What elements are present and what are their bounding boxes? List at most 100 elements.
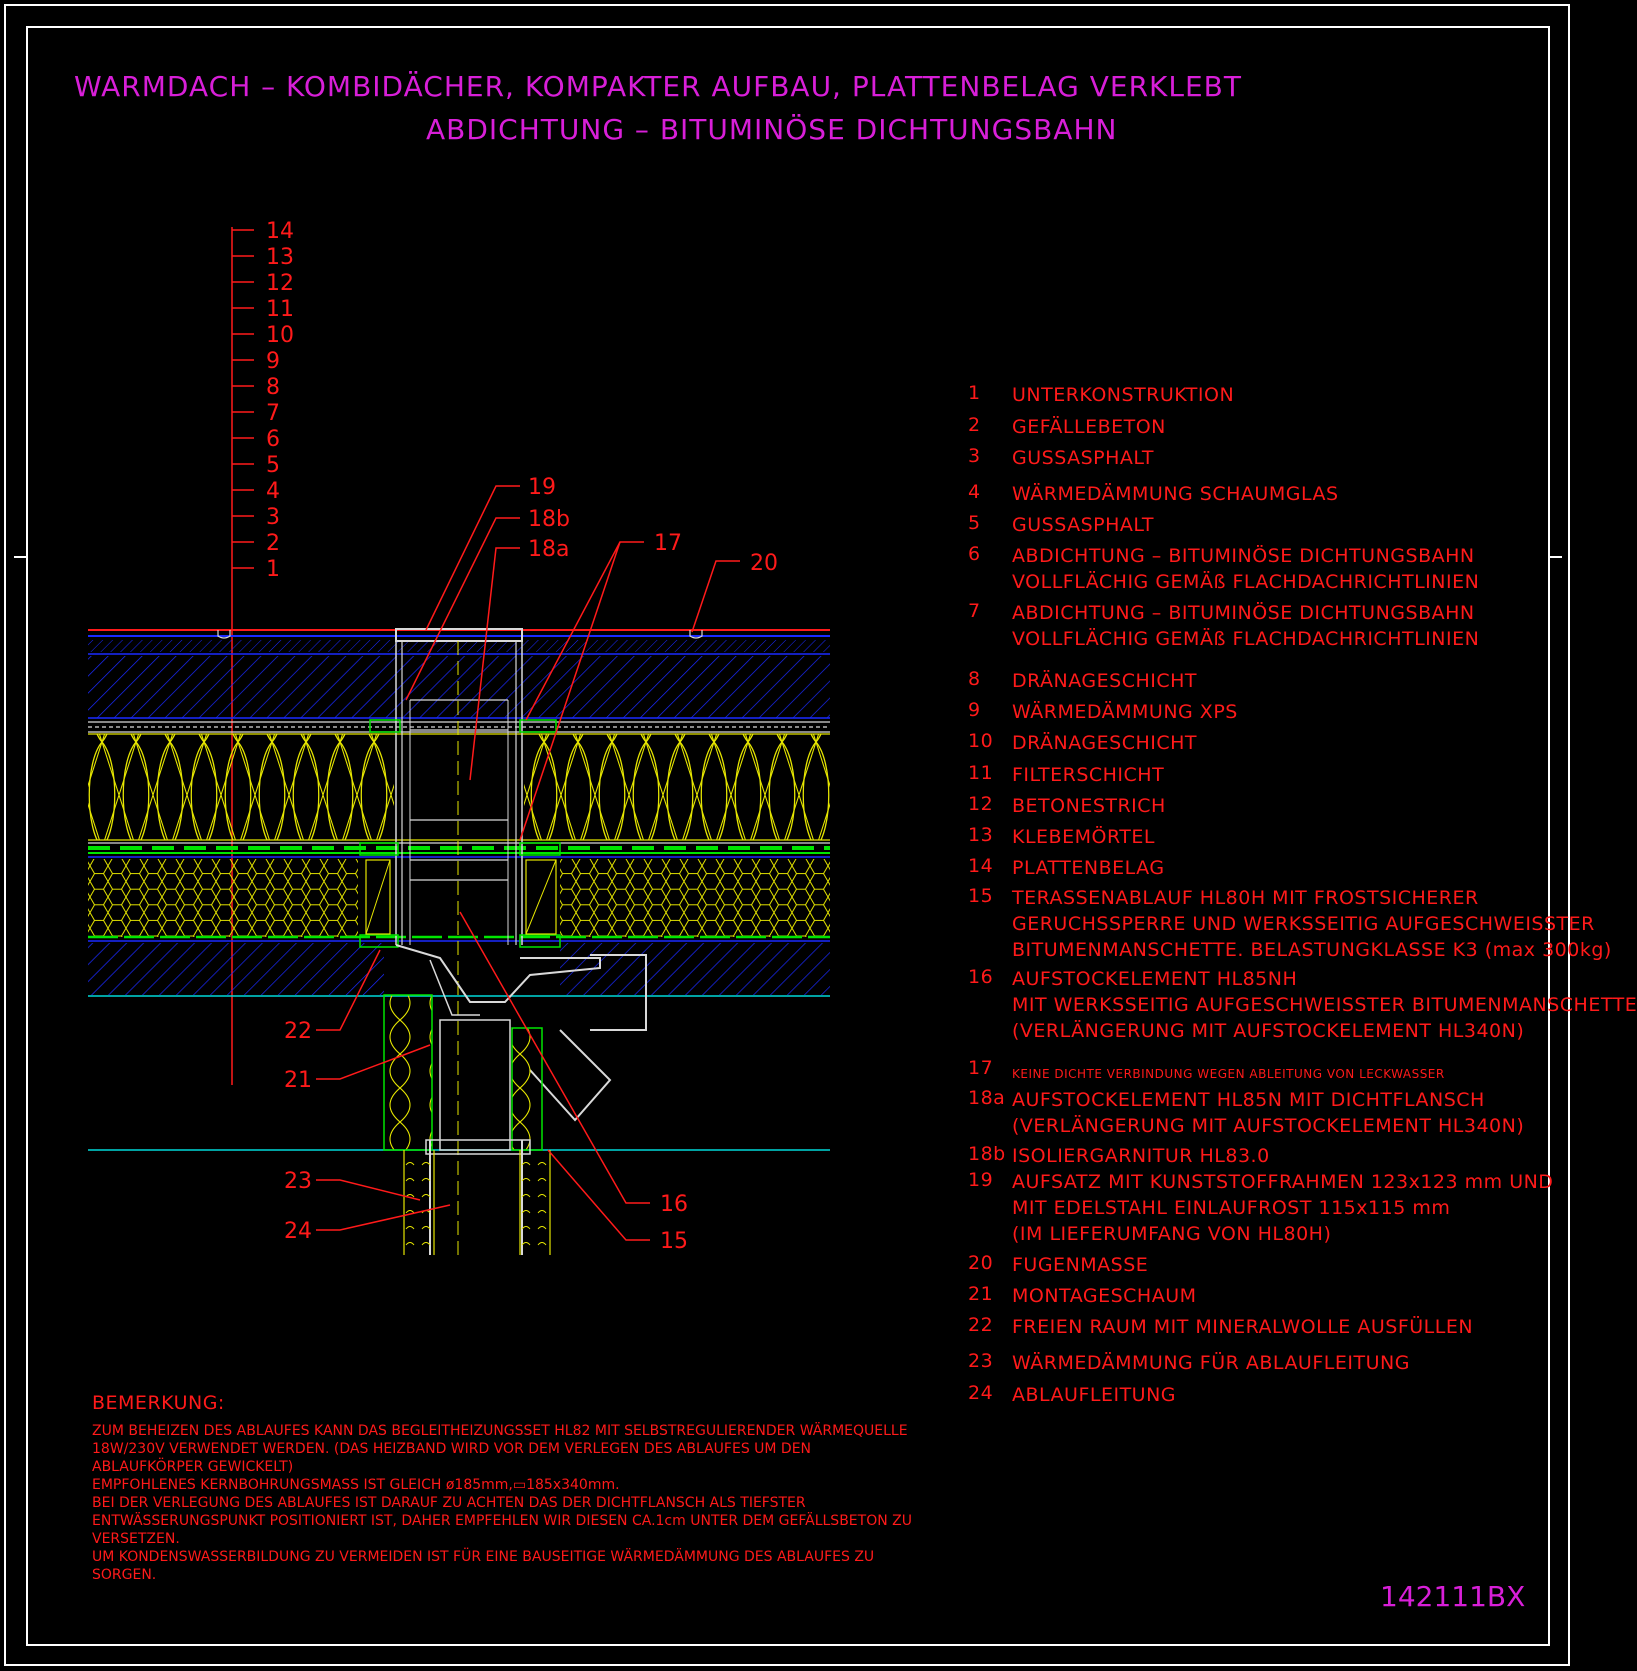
legend-item-number: 18b — [968, 1143, 1006, 1165]
layer-label-14: 14 — [266, 219, 294, 244]
layer-label-11: 11 — [266, 297, 294, 322]
legend-item-number: 13 — [968, 824, 994, 846]
layer-label-1: 1 — [266, 557, 280, 582]
pipe-insulation-mark — [521, 1194, 531, 1198]
legend-item-number: 22 — [968, 1314, 994, 1336]
roof-layers — [88, 629, 830, 1151]
legend-item-number: 16 — [968, 966, 994, 988]
legend-item-text: GUSSASPHALT — [1012, 447, 1154, 469]
outer-frame — [4, 4, 1570, 1666]
legend-item-number: 11 — [968, 762, 994, 784]
layer-label-10: 10 — [266, 323, 294, 348]
legend-item-number: 19 — [968, 1169, 994, 1191]
callout-17: 17 — [654, 531, 682, 556]
legend-item-text: TERASSENABLAUF HL80H MIT FROSTSICHERER G… — [1012, 887, 1612, 961]
pipe-insulation-mark — [537, 1210, 547, 1214]
pipe-insulation-mark — [421, 1162, 431, 1166]
layer-label-4: 4 — [266, 479, 280, 504]
pipe-insulation-mark — [537, 1162, 547, 1166]
callout-23: 23 — [284, 1169, 312, 1194]
legend-item-number: 3 — [968, 445, 981, 467]
legend-item-number: 5 — [968, 512, 981, 534]
legend-item-number: 14 — [968, 855, 994, 877]
layer-label-3: 3 — [266, 505, 280, 530]
legend-item-number: 18a — [968, 1087, 1006, 1109]
legend-item-text: ABLAUFLEITUNG — [1012, 1384, 1177, 1406]
callout-15: 15 — [660, 1229, 688, 1254]
pipe-insulation-mark — [421, 1226, 431, 1230]
legend-item-text: MONTAGESCHAUM — [1012, 1285, 1197, 1307]
layer-label-7: 7 — [266, 401, 280, 426]
callout-22: 22 — [284, 1019, 312, 1044]
layer-label-13: 13 — [266, 245, 294, 270]
pipe-insulation-mark — [521, 1178, 531, 1182]
legend-item-number: 2 — [968, 414, 981, 436]
callout-21: 21 — [284, 1068, 312, 1093]
legend-item-text: PLATTENBELAG — [1012, 857, 1165, 879]
legend-item-text: AUFSATZ MIT KUNSTSTOFFRAHMEN 123x123 mm … — [1012, 1171, 1554, 1245]
pipe-insulation-mark — [421, 1242, 431, 1246]
layer-label-2: 2 — [266, 531, 280, 556]
legend-item-number: 8 — [968, 668, 981, 690]
pipe-insulation-mark — [537, 1242, 547, 1246]
pipe-insulation-mark — [537, 1226, 547, 1230]
legend-item-number: 20 — [968, 1252, 994, 1274]
legend-item-text: GUSSASPHALT — [1012, 514, 1154, 536]
pipe-insulation-mark — [405, 1210, 415, 1214]
legend-item-number: 21 — [968, 1283, 994, 1305]
legend-item-text: UNTERKONSTRUKTION — [1012, 384, 1235, 406]
legend-item-text: AUFSTOCKELEMENT HL85N MIT DICHTFLANSCH (… — [1012, 1089, 1525, 1137]
remarks-heading: BEMERKUNG: — [92, 1392, 225, 1414]
legend-item-text: WÄRMEDÄMMUNG SCHAUMGLAS — [1012, 483, 1339, 505]
legend-item-text: DRÄNAGESCHICHT — [1012, 670, 1198, 692]
legend-item-text: ABDICHTUNG – BITUMINÖSE DICHTUNGSBAHN VO… — [1012, 602, 1480, 650]
pipe-insulation-mark — [537, 1178, 547, 1182]
pipe-insulation-mark — [521, 1210, 531, 1214]
pipe-insulation-mark — [521, 1162, 531, 1166]
layer-label-8: 8 — [266, 375, 280, 400]
legend-item-number: 7 — [968, 600, 981, 622]
callout-19: 19 — [528, 475, 556, 500]
callout-18b: 18b — [528, 507, 570, 532]
legend-item-number: 4 — [968, 481, 981, 503]
pipe-insulation-mark — [521, 1226, 531, 1230]
layer-label-12: 12 — [266, 271, 294, 296]
pipe-insulation-mark — [537, 1194, 547, 1198]
legend-item-number: 17 — [968, 1057, 994, 1079]
legend-item-number: 15 — [968, 885, 994, 907]
legend-item-text: DRÄNAGESCHICHT — [1012, 732, 1198, 754]
legend-item-number: 10 — [968, 730, 994, 752]
legend-item-text: ISOLIERGARNITUR HL83.0 — [1012, 1145, 1270, 1167]
legend-item-text: WÄRMEDÄMMUNG FÜR ABLAUFLEITUNG — [1012, 1352, 1410, 1374]
legend-item-text: KEINE DICHTE VERBINDUNG WEGEN ABLEITUNG … — [1012, 1067, 1445, 1081]
legend-item-number: 23 — [968, 1350, 994, 1372]
title-line-2: ABDICHTUNG – BITUMINÖSE DICHTUNGSBAHN — [426, 113, 1118, 146]
inner-frame — [26, 26, 1550, 1646]
callout-24: 24 — [284, 1219, 312, 1244]
layer-label-5: 5 — [266, 453, 280, 478]
callout-20: 20 — [750, 551, 778, 576]
legend-item-number: 9 — [968, 699, 981, 721]
legend-item-number: 6 — [968, 543, 981, 565]
legend-item-text: ABDICHTUNG – BITUMINÖSE DICHTUNGSBAHN VO… — [1012, 545, 1480, 593]
frame-tick-left — [14, 556, 28, 558]
pipe-insulation-mark — [421, 1194, 431, 1198]
pipe-insulation-mark — [421, 1178, 431, 1182]
pipe-insulation-mark — [405, 1242, 415, 1246]
callout-16: 16 — [660, 1192, 688, 1217]
legend-item-text: WÄRMEDÄMMUNG XPS — [1012, 701, 1238, 723]
legend-item-number: 24 — [968, 1382, 994, 1404]
layer-label-6: 6 — [266, 427, 280, 452]
legend-item-text: AUFSTOCKELEMENT HL85NH MIT WERKSSEITIG A… — [1012, 968, 1637, 1042]
remarks-body: ZUM BEHEIZEN DES ABLAUFES KANN DAS BEGLE… — [92, 1423, 912, 1583]
frame-tick-right — [1548, 556, 1562, 558]
legend-item-text: FREIEN RAUM MIT MINERALWOLLE AUSFÜLLEN — [1012, 1316, 1474, 1338]
remarks: BEMERKUNG: ZUM BEHEIZEN DES ABLAUFES KAN… — [92, 1392, 932, 1584]
legend-item-number: 1 — [968, 382, 981, 404]
legend-item-text: KLEBEMÖRTEL — [1012, 826, 1155, 848]
legend-item-text: BETONESTRICH — [1012, 795, 1166, 817]
pipe-insulation-mark — [405, 1226, 415, 1230]
legend-item-text: GEFÄLLEBETON — [1012, 416, 1166, 438]
